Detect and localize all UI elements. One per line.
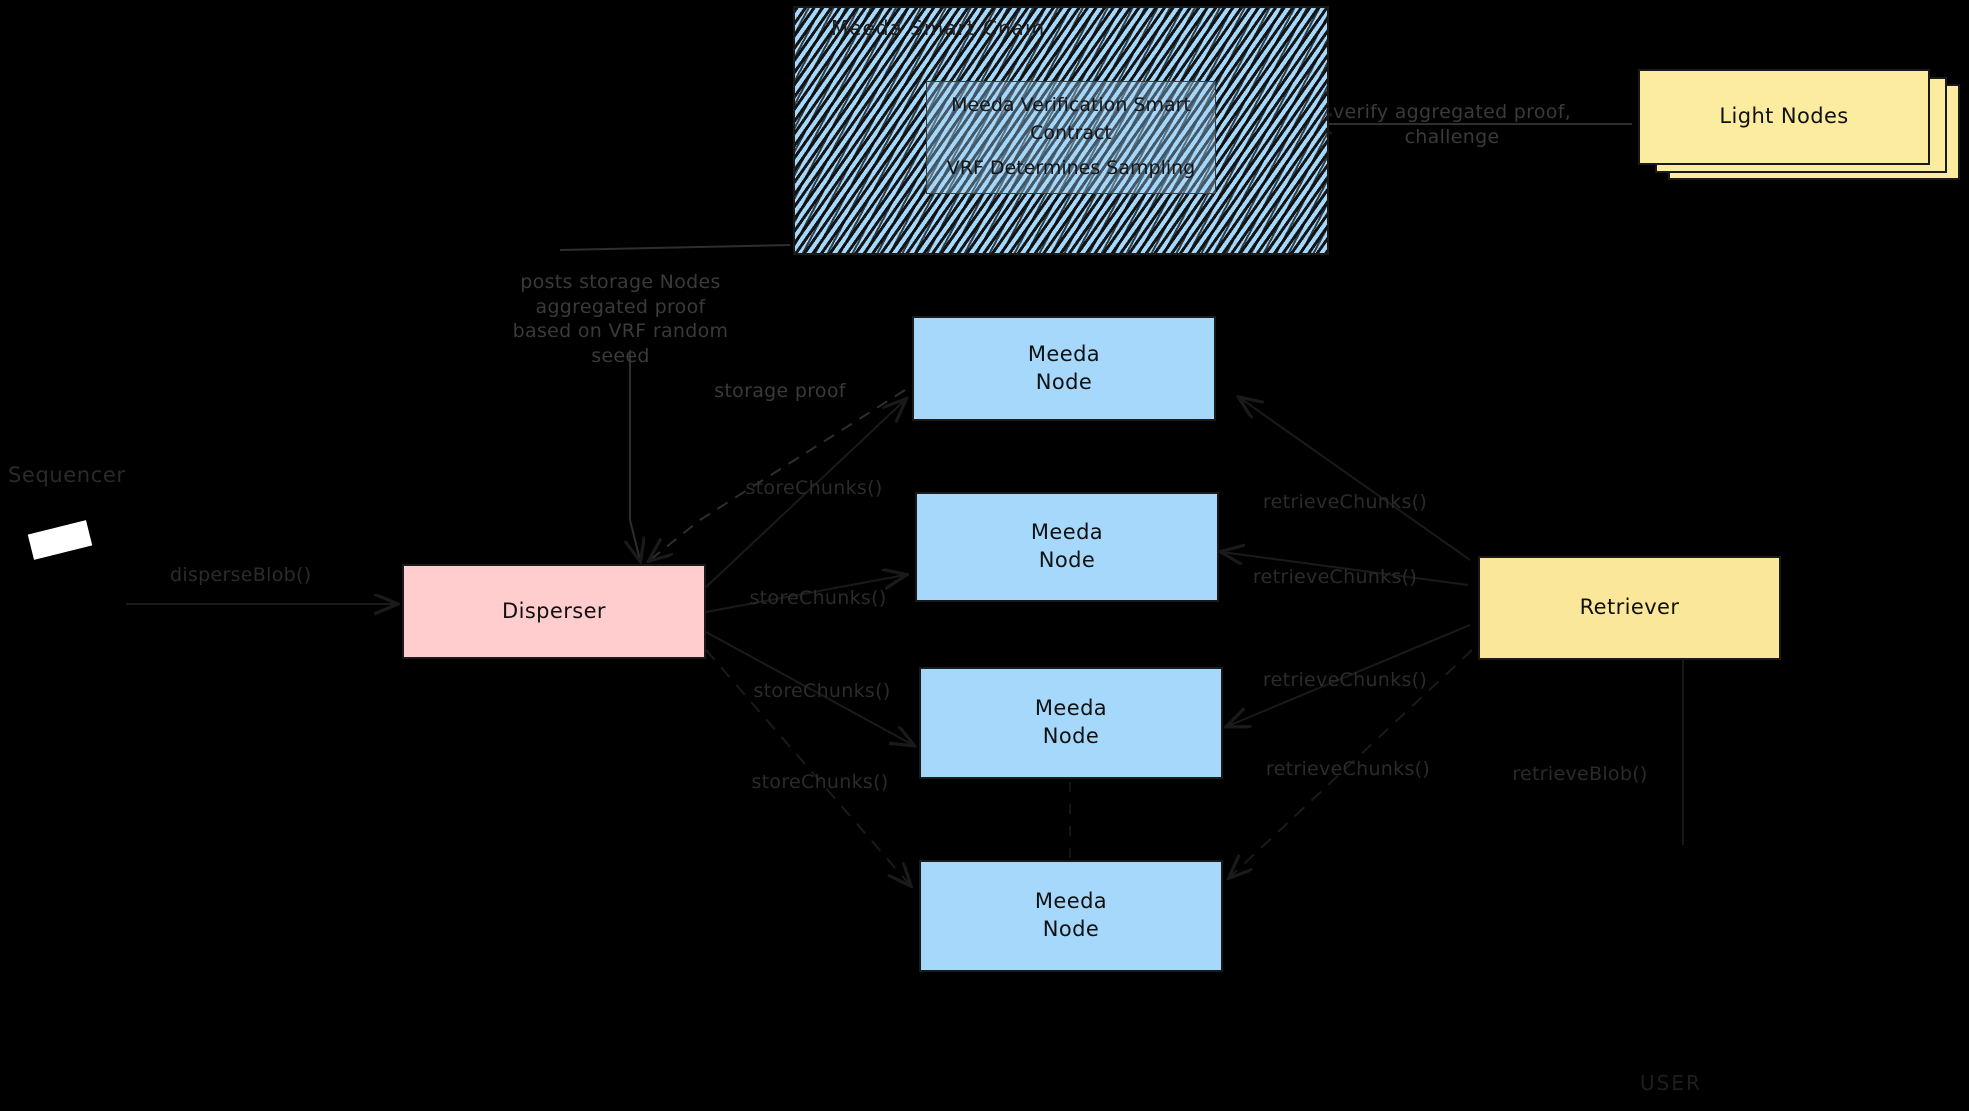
verification-contract-box: Meeda Verification Smart Contract VRF De… <box>926 81 1216 194</box>
edge-retrieve-chunks-3 <box>1228 624 1471 726</box>
label-retrieve-blob: retrieveBlob() <box>1512 763 1648 785</box>
edge-retrieve-chunks-2 <box>1222 552 1469 586</box>
label-retrieve-chunks-1: retrieveChunks() <box>1262 491 1428 513</box>
contract-line-1: Meeda Verification Smart <box>951 94 1191 117</box>
label-disperse-blob: disperseBlob() <box>170 564 312 586</box>
sequencer-label: Sequencer <box>8 463 126 487</box>
disperser-label: Disperser <box>502 598 606 623</box>
label-retrieve-chunks-4: retrieveChunks() <box>1265 758 1431 780</box>
retriever-label: Retriever <box>1579 595 1680 620</box>
user-label: USER <box>1640 1071 1702 1095</box>
meeda-node-1[interactable]: Meeda Node <box>912 316 1216 421</box>
contract-line-3: VRF Determines Sampling <box>946 157 1196 180</box>
edge-posts-proof-leader <box>559 244 791 251</box>
retriever-box[interactable]: Retriever <box>1478 556 1781 660</box>
meeda-node-2-label: Meeda Node <box>1030 520 1104 572</box>
edge-retrieve-chunks-4 <box>1230 649 1473 877</box>
meeda-node-4-label: Meeda Node <box>1034 889 1108 941</box>
label-store-chunks-3: storeChunks() <box>753 680 891 702</box>
edge-posts-proof <box>630 350 640 560</box>
edge-store-chunks-2 <box>705 575 905 613</box>
meeda-node-2[interactable]: Meeda Node <box>915 492 1219 602</box>
disperser-box[interactable]: Disperser <box>402 564 706 659</box>
light-nodes-label: Light Nodes <box>1719 104 1849 129</box>
label-retrieve-chunks-3: retrieveChunks() <box>1262 669 1428 691</box>
label-store-chunks-4: storeChunks() <box>751 771 889 793</box>
edge-retrieve-chunks-1 <box>1240 398 1471 561</box>
contract-line-2: Contract <box>1030 121 1112 144</box>
meeda-node-1-label: Meeda Node <box>1027 341 1101 394</box>
edge-storage-proof <box>650 389 906 560</box>
meeda-node-3[interactable]: Meeda Node <box>919 667 1223 779</box>
edge-store-chunks-3 <box>705 631 913 745</box>
light-nodes-box[interactable]: Light Nodes <box>1638 69 1930 165</box>
meeda-node-3-label: Meeda Node <box>1034 696 1108 748</box>
edge-store-chunks-1 <box>704 400 905 589</box>
label-retrieve-chunks-2: retrieveChunks() <box>1252 566 1418 588</box>
meeda-smart-chain-region: Meeda Smart Chain Meeda Verification Sma… <box>793 6 1329 255</box>
label-posts-proof: posts storage Nodes aggregated proof bas… <box>512 271 729 368</box>
label-store-chunks-1: storeChunks() <box>745 477 883 499</box>
edge-store-chunks-4 <box>705 649 910 885</box>
sequencer-card <box>27 520 93 560</box>
meeda-node-4[interactable]: Meeda Node <box>919 860 1223 972</box>
label-verify-aggregated: verify aggregated proof, challenge <box>1332 101 1572 148</box>
label-storage-proof: storage proof <box>714 380 846 402</box>
label-store-chunks-2: storeChunks() <box>749 587 887 609</box>
chain-title: Meeda Smart Chain <box>831 16 1046 40</box>
